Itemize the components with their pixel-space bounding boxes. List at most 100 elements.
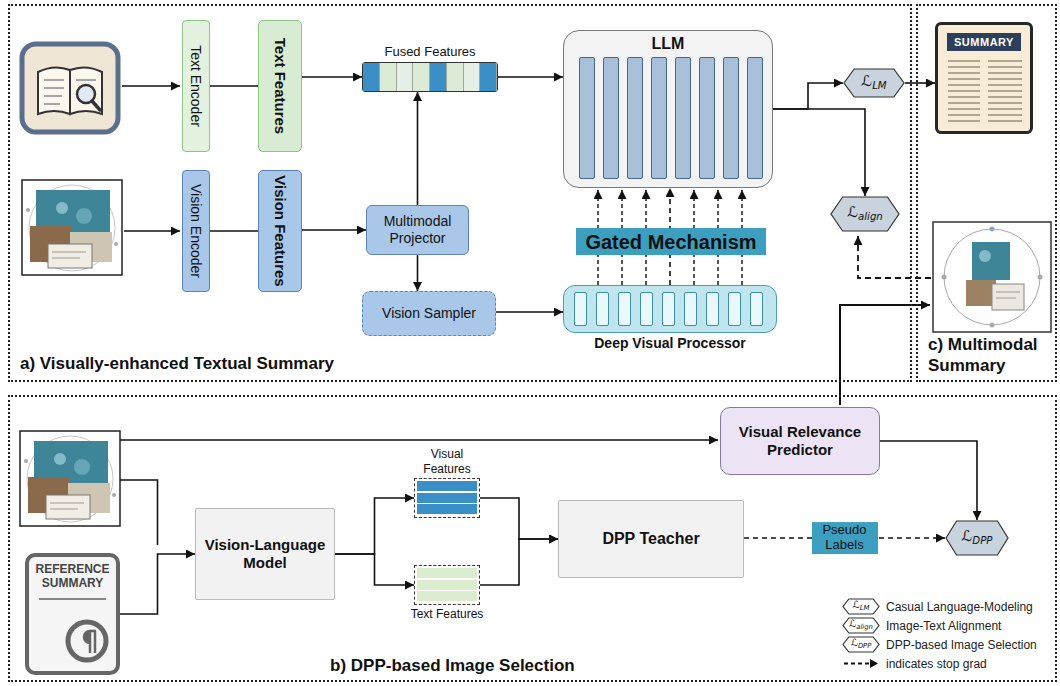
legend-sample [842,655,880,672]
connector [773,109,865,196]
loss-symbol: ℒDPP [962,529,993,546]
dot [1038,275,1043,280]
book-lines [44,80,96,104]
feature-box: Vision Features [258,170,302,292]
legend-sample: ℒDPP [842,636,880,653]
bubble [54,453,66,465]
text-lines [948,61,1022,121]
layer-bar [618,292,631,326]
node-heading: Fused Features [357,44,503,60]
input-arrow [124,230,180,232]
layer-bar [603,57,619,179]
icon-frame [22,44,118,132]
connector [496,311,563,313]
image-frame [933,222,1051,332]
dashed-arrow-line [844,663,872,665]
layer-bar [706,292,719,326]
pilcrow-mark [84,631,96,653]
hexagon-shape [843,599,879,614]
image-collage [20,431,120,526]
feature-cell [413,63,430,91]
input-arrow [122,85,180,87]
layer-bar [627,57,643,179]
layer-bar [651,57,667,179]
legend-sample: ℒLM [842,598,880,615]
predictor-box: Visual Relevance Predictor [720,407,880,475]
dot [24,459,28,463]
dot [990,323,995,328]
legend: ℒLM Casual Language-Modelingℒalign Image-T… [842,597,1037,673]
deep-visual-processor: Deep Visual Processor [563,285,777,333]
bubble [56,202,68,214]
legend-symbol: ℒalign [842,619,880,631]
feature-stack: Visual Features [414,478,480,518]
reference-document: REFERENCE SUMMARY [25,553,120,675]
panel-title: a) Visually-enhanced Textual Summary [20,354,334,374]
feature-cell [480,63,497,91]
connector [773,83,843,109]
edge-label: Pseudo Labels [812,522,878,554]
summary-document: SUMMARY [935,22,1033,134]
legend-row: ℒDPPDPP-based Image Selection [842,635,1037,654]
feature-stripe [417,580,477,590]
subscript: align [856,623,873,631]
process-box: DPP Teacher [558,500,744,578]
book-icon [22,44,118,132]
dot [26,208,30,212]
layer-bar [728,292,741,326]
feature-stripe [417,568,477,578]
subscript: LM [860,604,870,612]
fused-features-bar: Fused Features [362,62,498,92]
feature-cell [380,63,397,91]
hexagon-shape [844,69,904,97]
legend-text: indicates stop grad [886,657,987,671]
node-label: Vision-Language Model [202,536,328,572]
hexagon-shape [843,618,879,633]
node-label: Gated Mechanism [585,230,756,254]
llm-block: LLM [563,30,773,188]
subscript: LM [872,80,886,91]
feature-stripe [417,481,477,491]
layer-bar [579,57,595,179]
feature-stripe [417,591,477,601]
magnifier-handle [92,101,100,110]
connector [480,539,558,585]
process-box: Vision-Language Model [195,508,335,600]
legend-text: Casual Language-Modeling [886,600,1033,614]
panel-title: b) DPP-based Image Selection [330,656,575,676]
node-label: REFERENCE SUMMARY [33,563,112,591]
feature-stripe [417,493,477,503]
layer-bar [750,292,763,326]
feature-cell [430,63,447,91]
encoder-box: Vision Encoder [182,170,210,292]
image-merge-line [120,480,158,545]
node-heading: Visual Features [409,447,485,476]
panel-title: c) Multimodal Summary [928,335,1051,376]
arrowhead-shape [870,659,878,668]
layer-bar [596,292,609,326]
hexagon-shape [946,521,1008,555]
image-frame [22,180,122,275]
photo [972,242,1010,280]
legend-arrow [842,655,880,672]
photo-lines [52,252,86,258]
loss-symbol: ℒalign [847,205,883,222]
legend-text: Image-Text Alignment [886,619,1001,633]
hexagon-shape [843,637,879,652]
subscript: DPP [858,642,871,650]
legend-symbol: ℒLM [842,600,880,612]
connector [498,76,563,78]
photo [46,495,90,519]
photo [48,244,92,268]
legend-sample: ℒalign [842,617,880,634]
layer-bar [699,57,715,179]
feature-cell [464,63,481,91]
connector [302,229,366,231]
connector [335,498,414,554]
node-label: Vision Encoder [188,175,204,287]
feature-stripe [417,504,477,514]
